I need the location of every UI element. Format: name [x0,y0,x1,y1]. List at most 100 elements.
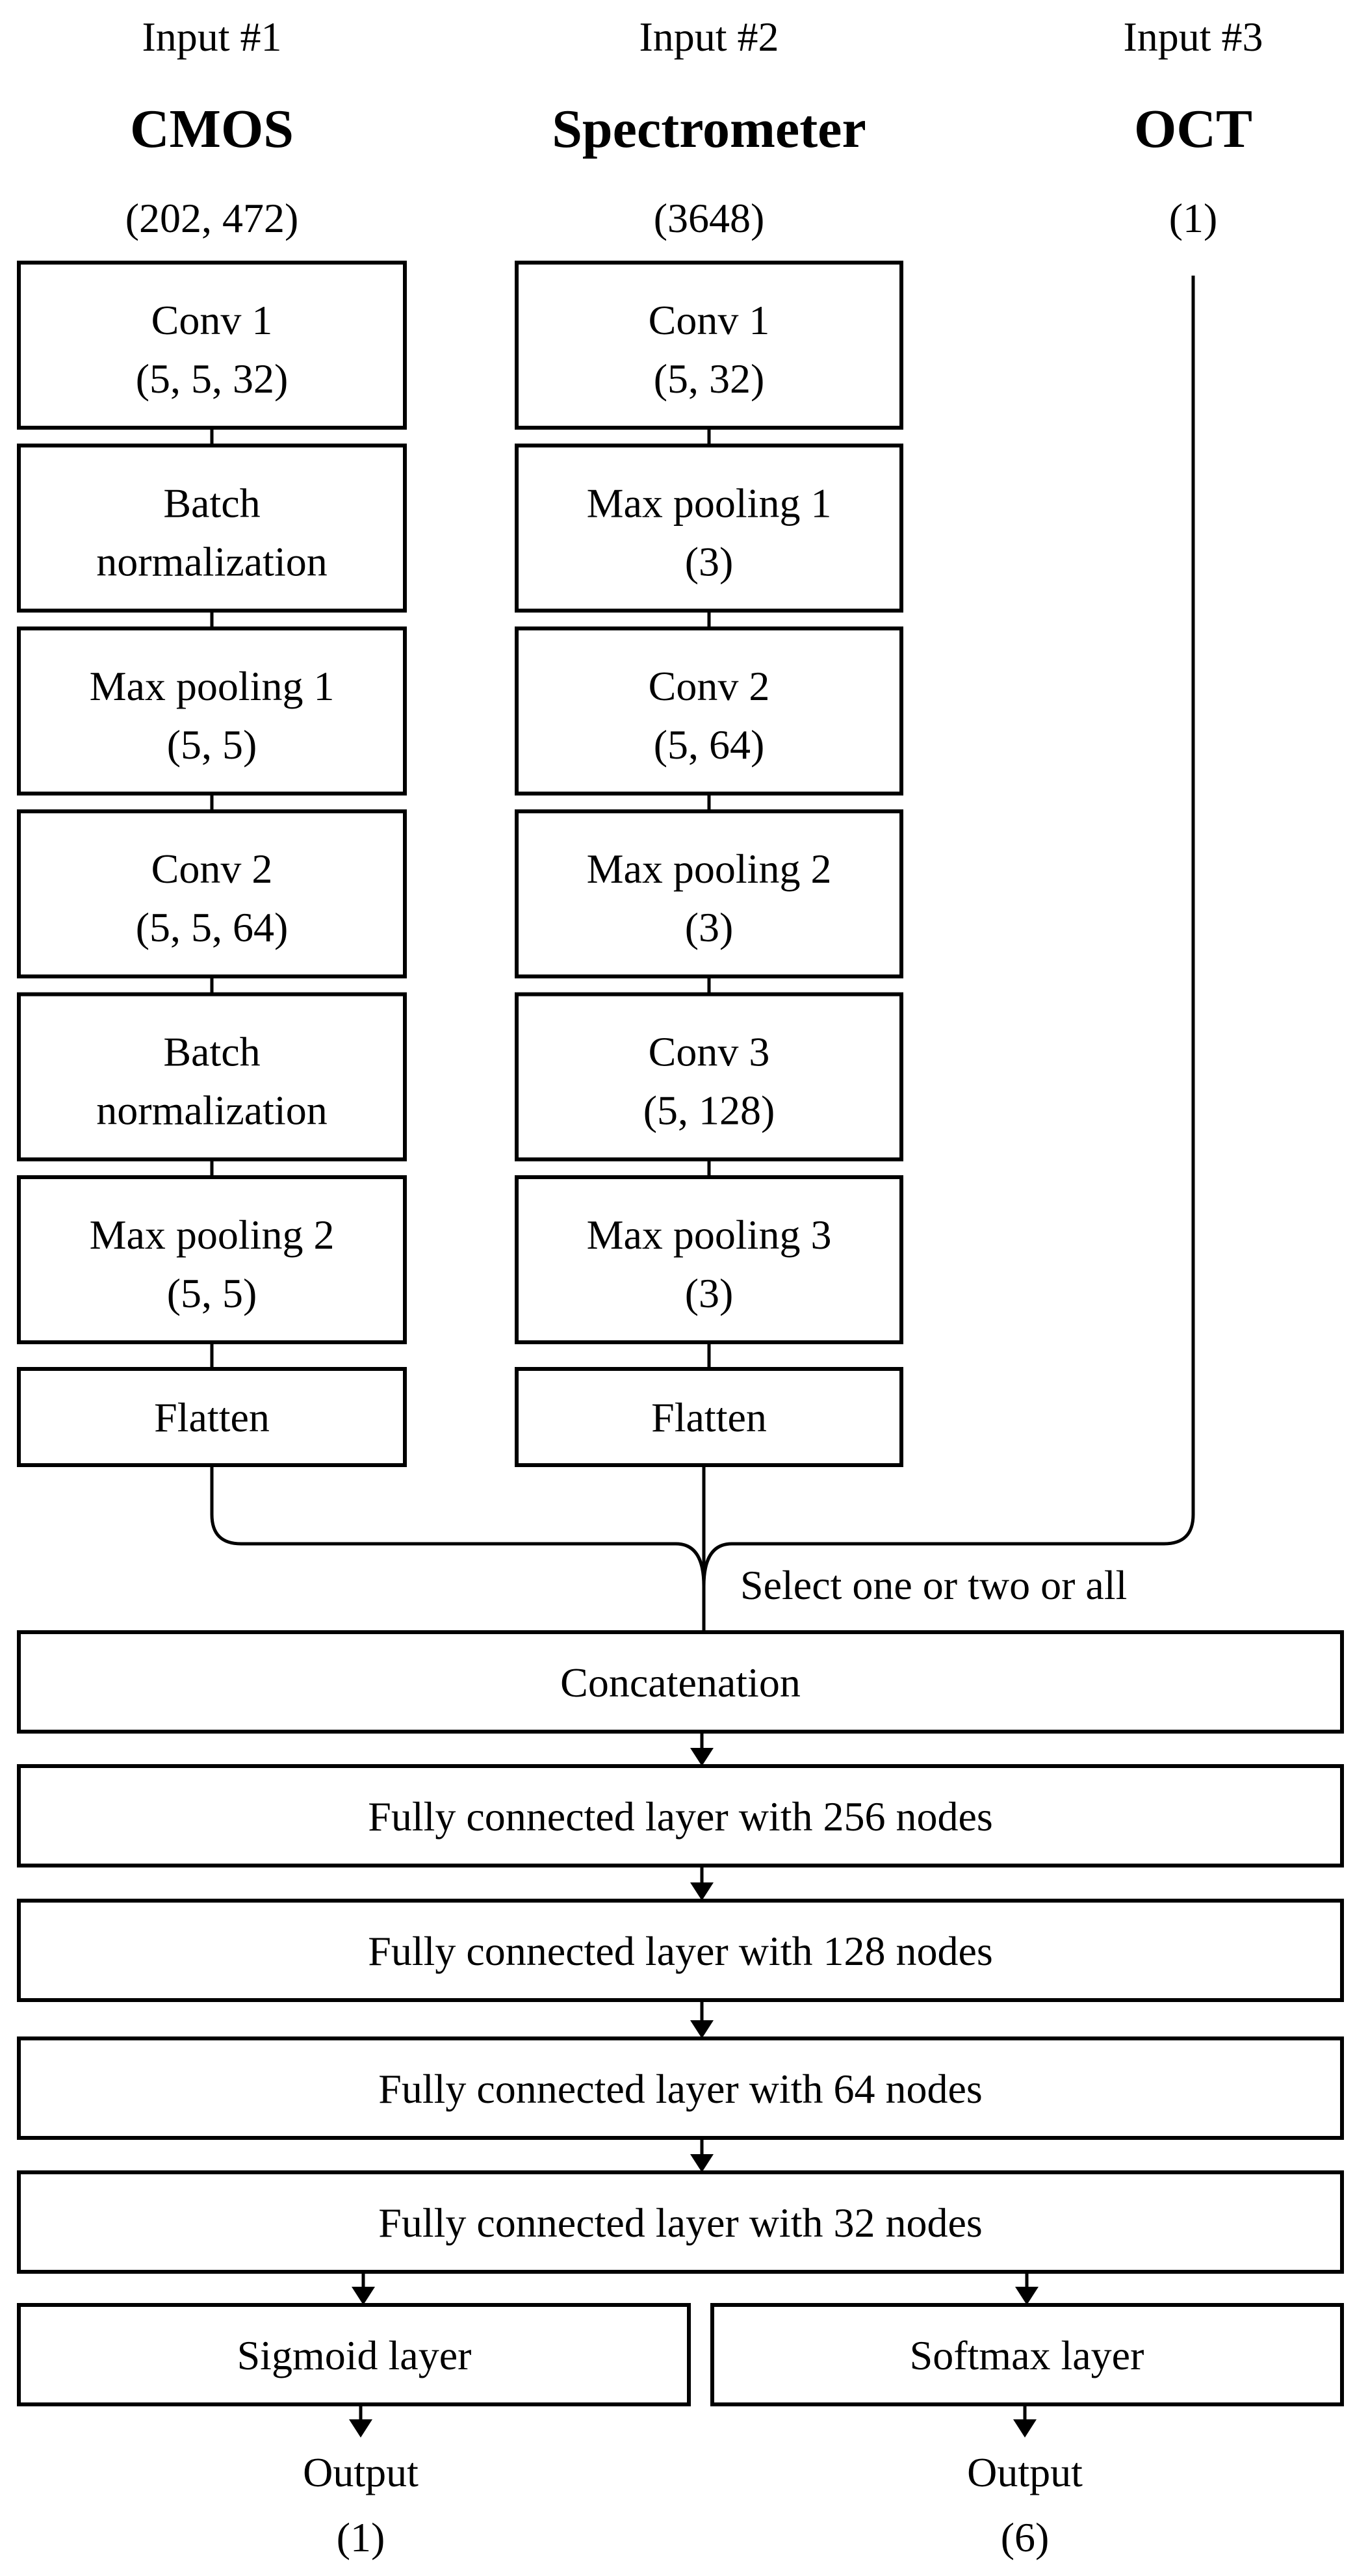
layer-label-line: Conv 2 [649,663,770,709]
layer-label-line: (3) [685,538,734,584]
oct-merge-line [702,276,1195,1587]
layer-label-line: (5, 5, 32) [136,356,289,402]
input-3-name: OCT [1134,99,1252,159]
layer-box [515,1175,903,1344]
cmos-layer-4: Conv 2 (5, 5, 64) [17,809,407,995]
input-headers: Input #1 CMOS (202, 472) Input #2 Spectr… [125,14,1263,241]
merge-note: Select one or two or all [740,1562,1127,1608]
arrow-down-icon [690,1882,714,1901]
layer-label-line: Flatten [154,1394,270,1440]
layer-label-line: Conv 1 [151,297,273,343]
softmax-layer-box [710,2303,1344,2406]
input-2-name: Spectrometer [552,99,866,159]
layer-box [17,261,407,430]
arrow-down-icon [352,2287,375,2305]
cmos-layer-5: Batch normalization [17,992,407,1177]
layer-label-line: (3) [685,1270,734,1316]
input-2-shape: (3648) [654,195,765,241]
shared-layer-2: Fully connected layer with 256 nodes [17,1764,1344,1901]
layer-box [17,992,407,1162]
sigmoid-output-label: Output [303,2449,419,2495]
input-1-name: CMOS [130,99,294,159]
shared-layer-3: Fully connected layer with 128 nodes [17,1899,1344,2038]
layer-label-line: (5, 5) [167,722,257,768]
spectrometer-layer-3: Conv 2 (5, 64) [515,626,903,812]
layer-label: Fully connected layer with 256 nodes [368,1793,993,1840]
cmos-merge-line [210,1465,706,1632]
input-1-shape: (202, 472) [125,195,299,241]
layer-label-line: Max pooling 1 [587,480,832,526]
layer-label-line: normalization [96,1087,327,1134]
layer-label-line: Max pooling 2 [90,1212,335,1258]
spectrometer-layer-2: Max pooling 1 (3) [515,443,903,629]
layer-label: Fully connected layer with 128 nodes [368,1928,993,1974]
layer-label-line: Batch [163,480,260,526]
layer-box [17,1175,407,1344]
layer-box [17,443,407,613]
layer-box [17,1630,1344,1734]
layer-label-line: (5, 5) [167,1270,257,1316]
layer-box [515,443,903,613]
cmos-layer-6: Max pooling 2 (5, 5) [17,1175,407,1369]
layer-box [515,992,903,1162]
layer-label: Concatenation [560,1659,801,1706]
layer-box [515,809,903,979]
softmax-output-size: (6) [1001,2514,1050,2560]
layer-label: Fully connected layer with 32 nodes [378,2200,983,2246]
layer-label-line: (3) [685,904,734,950]
layer-label-line: (5, 5, 64) [136,904,289,950]
spectrometer-layer-1: Conv 1 (5, 32) [515,261,903,446]
sigmoid-output-size: (1) [337,2514,385,2560]
layer-label-line: Conv 1 [649,297,770,343]
layer-box [17,809,407,979]
layer-label-line: Flatten [651,1394,767,1440]
layer-box [17,2170,1344,2274]
cmos-layer-3: Max pooling 1 (5, 5) [17,626,407,812]
layer-label-line: (5, 32) [654,356,765,402]
spectrometer-layer-6: Max pooling 3 (3) [515,1175,903,1369]
shared-layer-5: Fully connected layer with 32 nodes [17,2170,1344,2274]
layer-label: Fully connected layer with 64 nodes [378,2066,983,2112]
input-3-label: Input #3 [1123,14,1263,60]
softmax-layer-label: Softmax layer [910,2332,1144,2378]
layer-label-line: Max pooling 3 [587,1212,832,1258]
shared-layer-1: Concatenation [17,1630,1344,1766]
arrow-down-icon [1015,2287,1039,2305]
input-3-shape: (1) [1169,195,1218,241]
layer-label-line: Batch [163,1029,260,1075]
sigmoid-layer-box [17,2303,691,2406]
cmos-layer-7: Flatten [17,1367,407,1467]
layer-box [515,261,903,430]
shared-layer-4: Fully connected layer with 64 nodes [17,2036,1344,2172]
spectrometer-layer-5: Conv 3 (5, 128) [515,992,903,1177]
arrow-down-icon [349,2419,372,2438]
merge-connectors: Select one or two or all [210,276,1195,1632]
layer-label-line: (5, 64) [654,722,765,768]
output-heads: Sigmoid layer Softmax layer Output (1) O… [17,2272,1344,2560]
layer-box [515,626,903,796]
sigmoid-layer-label: Sigmoid layer [237,2332,472,2378]
layer-label-line: (5, 128) [643,1087,775,1134]
layer-label-line: Conv 2 [151,846,273,892]
input-2-label: Input #2 [639,14,779,60]
layer-box [17,1764,1344,1867]
spectrometer-layer-4: Max pooling 2 (3) [515,809,903,995]
arrow-down-icon [690,2020,714,2038]
layer-label-line: Max pooling 1 [90,663,335,709]
layer-label-line: Max pooling 2 [587,846,832,892]
layer-box [17,2036,1344,2140]
softmax-output-label: Output [967,2449,1083,2495]
layer-box [17,626,407,796]
arrow-down-icon [690,1748,714,1766]
spectrometer-layer-7: Flatten [515,1367,903,1467]
layer-box [17,1899,1344,2002]
arrow-down-icon [1013,2419,1037,2438]
cmos-layer-1: Conv 1 (5, 5, 32) [17,261,407,446]
layer-label-line: Conv 3 [649,1029,770,1075]
arrow-down-icon [690,2154,714,2172]
layer-box [515,1367,903,1467]
